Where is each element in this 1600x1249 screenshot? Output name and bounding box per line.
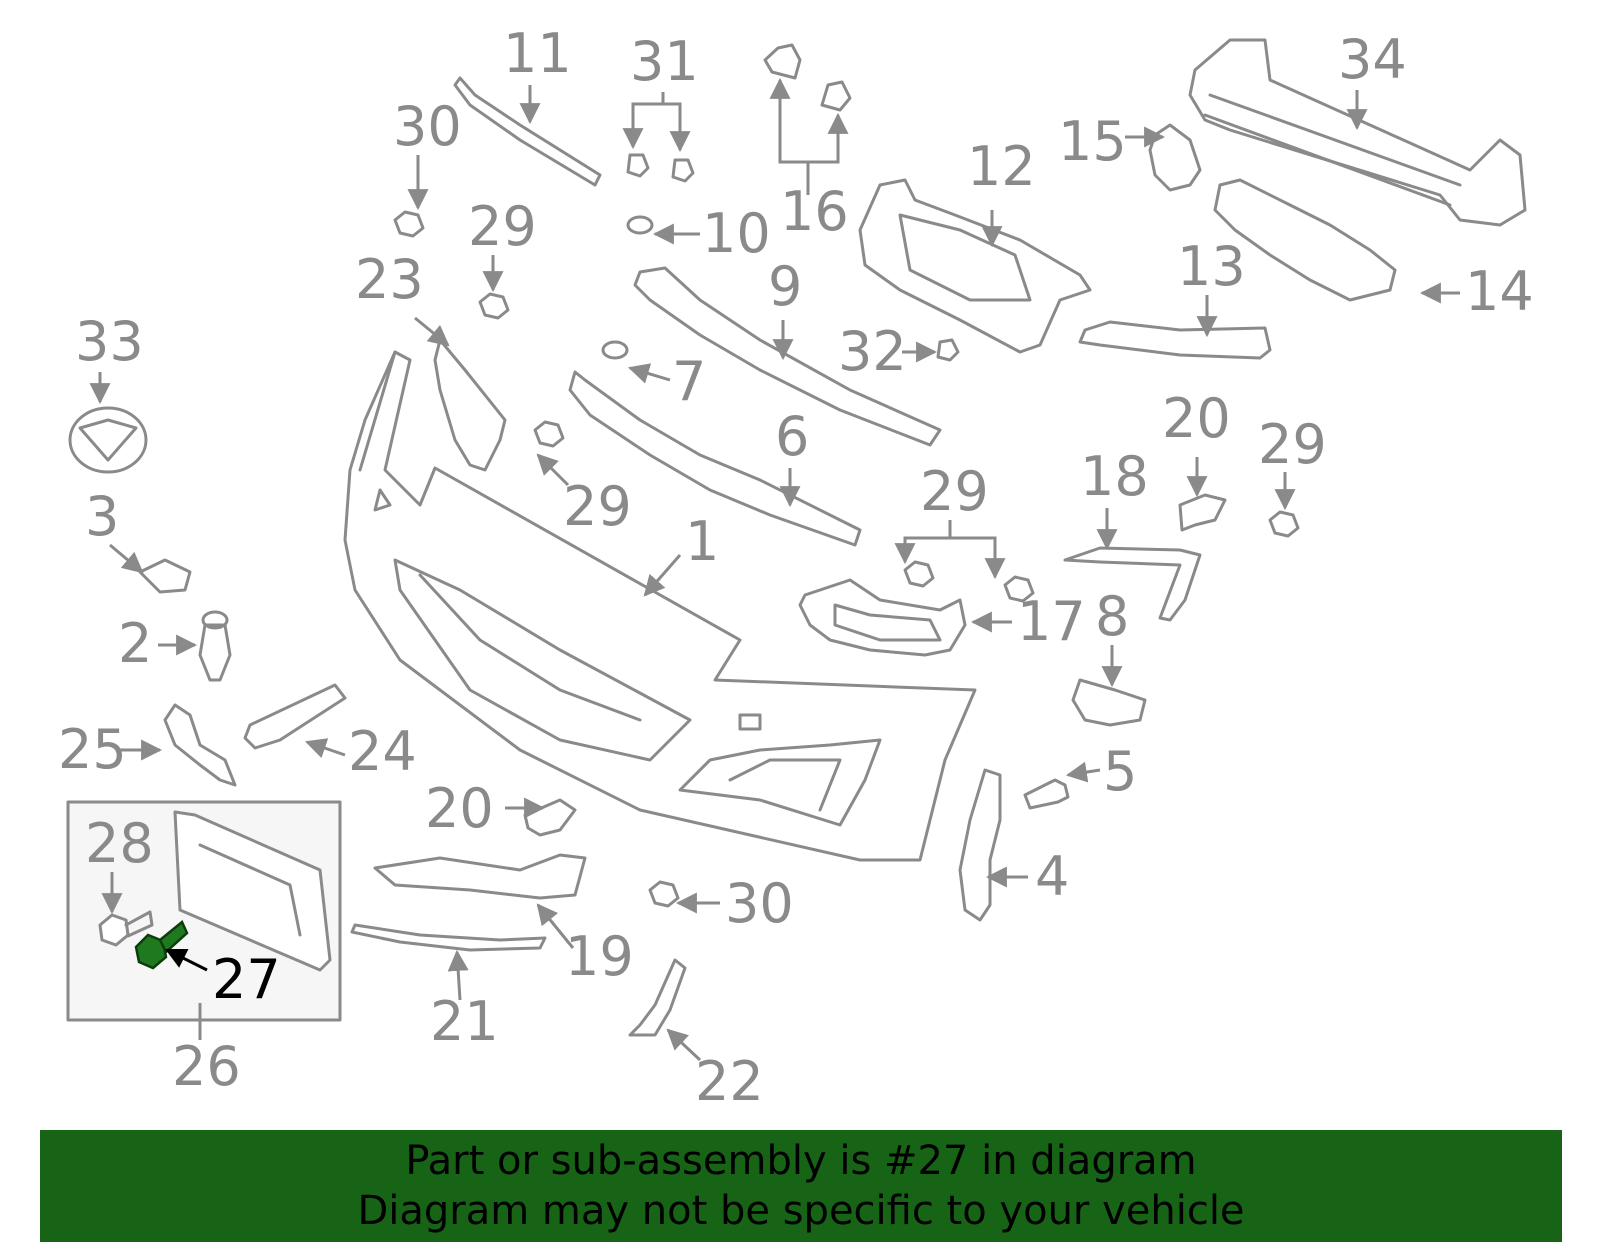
- banner-line-1: Part or sub-assembly is #27 in diagram: [405, 1138, 1197, 1184]
- bolt-part-28[interactable]: [98, 910, 154, 947]
- bracket-part-15[interactable]: [1148, 123, 1202, 192]
- callout-15[interactable]: 15: [1058, 110, 1127, 173]
- callout-6[interactable]: 6: [775, 405, 809, 468]
- tow-cover-part[interactable]: [243, 683, 347, 750]
- callout-22[interactable]: 22: [695, 1050, 764, 1113]
- callout-25[interactable]: 25: [58, 718, 127, 781]
- reinforcement-bar-part[interactable]: [1188, 38, 1527, 227]
- callout-20-upper[interactable]: 20: [1162, 387, 1231, 450]
- bracket-part-20-upper[interactable]: [1178, 493, 1227, 532]
- parts-diagram: 1 2 3 4 5 6 7 8 9 10 11 12 13 14 15 16 1…: [58, 22, 1534, 1113]
- emblem-part[interactable]: [68, 406, 148, 474]
- callout-10[interactable]: 10: [702, 202, 771, 265]
- callout-16[interactable]: 16: [780, 180, 849, 243]
- energy-absorber-part[interactable]: [858, 178, 1092, 354]
- callout-12[interactable]: 12: [967, 135, 1036, 198]
- callout-33[interactable]: 33: [75, 310, 144, 373]
- info-banner: Part or sub-assembly is #27 in diagram D…: [40, 1130, 1562, 1242]
- callout-9[interactable]: 9: [768, 255, 802, 318]
- callout-29-pair[interactable]: 29: [920, 460, 989, 523]
- callout-18[interactable]: 18: [1080, 445, 1149, 508]
- bracket-part-25[interactable]: [163, 703, 237, 787]
- callout-4[interactable]: 4: [1035, 845, 1069, 908]
- callout-29-upper-left[interactable]: 29: [468, 195, 537, 258]
- callout-31[interactable]: 31: [630, 30, 699, 93]
- callout-29-middle[interactable]: 29: [563, 475, 632, 538]
- fog-bezel-part[interactable]: [798, 578, 967, 657]
- callout-26[interactable]: 26: [172, 1035, 241, 1098]
- callout-29-right[interactable]: 29: [1258, 413, 1327, 476]
- push-rivet-part[interactable]: [198, 610, 232, 682]
- side-bracket-part[interactable]: [433, 338, 507, 472]
- callout-23[interactable]: 23: [355, 248, 424, 311]
- callout-20-lower[interactable]: 20: [425, 777, 494, 840]
- callout-30-lower[interactable]: 30: [725, 872, 794, 935]
- callout-28[interactable]: 28: [85, 812, 154, 875]
- bracket-part-8[interactable]: [1071, 678, 1147, 727]
- callout-34[interactable]: 34: [1338, 28, 1407, 91]
- fastener-bolts: [393, 43, 1300, 908]
- callout-8[interactable]: 8: [1095, 585, 1129, 648]
- callout-11[interactable]: 11: [503, 22, 572, 85]
- screw-part-5[interactable]: [1023, 778, 1070, 810]
- banner-line-2: Diagram may not be specific to your vehi…: [357, 1188, 1245, 1234]
- callout-30-upper[interactable]: 30: [393, 95, 462, 158]
- leader-lines: [89, 77, 1460, 1062]
- upper-molding-part[interactable]: [453, 76, 602, 187]
- callout-3[interactable]: 3: [85, 485, 119, 548]
- callout-17[interactable]: 17: [1017, 590, 1086, 653]
- lower-retainer-part[interactable]: [568, 370, 862, 547]
- callout-14[interactable]: 14: [1465, 260, 1534, 323]
- bolt-part-27-highlighted[interactable]: [134, 920, 189, 970]
- callout-24[interactable]: 24: [348, 720, 417, 783]
- side-molding-part[interactable]: [628, 958, 687, 1037]
- grille-trim-part[interactable]: [373, 853, 587, 900]
- callout-numbers: 1 2 3 4 5 6 7 8 9 10 11 12 13 14 15 16 1…: [58, 22, 1534, 1113]
- lower-absorber-part[interactable]: [1213, 178, 1397, 302]
- callout-7[interactable]: 7: [672, 350, 706, 413]
- callout-21[interactable]: 21: [430, 990, 499, 1053]
- callout-32[interactable]: 32: [838, 320, 907, 383]
- lower-bracket-part[interactable]: [1078, 320, 1272, 360]
- callout-19[interactable]: 19: [565, 925, 634, 988]
- bumper-cover-part[interactable]: [343, 350, 977, 862]
- callout-1[interactable]: 1: [685, 510, 719, 573]
- lower-molding-part[interactable]: [350, 923, 547, 952]
- clip-part-3[interactable]: [138, 558, 192, 594]
- side-trim-part[interactable]: [1063, 546, 1202, 622]
- callout-2[interactable]: 2: [118, 612, 152, 675]
- bracket-part-20-lower[interactable]: [523, 798, 577, 837]
- side-bracket-part-4[interactable]: [958, 768, 1002, 922]
- retainer-bracket-part[interactable]: [633, 266, 942, 447]
- callout-27-highlighted[interactable]: 27: [212, 948, 281, 1011]
- callout-5[interactable]: 5: [1103, 740, 1137, 803]
- callout-13[interactable]: 13: [1177, 235, 1246, 298]
